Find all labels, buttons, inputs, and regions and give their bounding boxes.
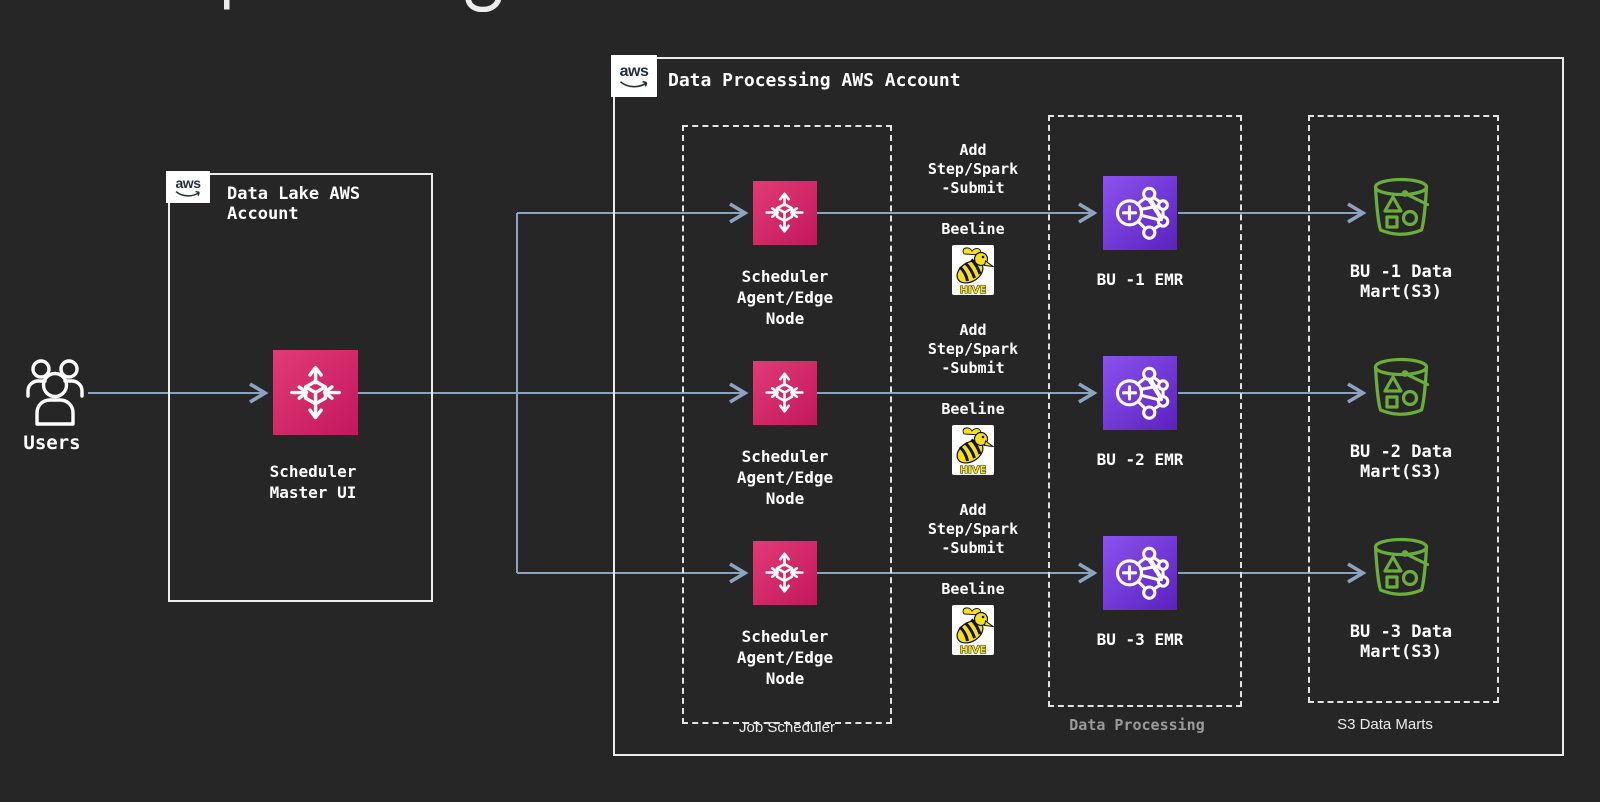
job-scheduler-group-box bbox=[682, 125, 892, 724]
data-lake-account-box bbox=[168, 173, 433, 602]
emr-label: BU -1 EMR bbox=[1096, 270, 1184, 289]
data-processing-account-box bbox=[613, 57, 1564, 756]
beeline-label: Beeline bbox=[941, 400, 1005, 418]
scheduler-agent-label: Scheduler Agent/Edge Node bbox=[736, 267, 834, 328]
data-mart-label: BU -2 Data Mart(S3) bbox=[1349, 442, 1453, 482]
add-step-label: Add Step/Spark -Submit bbox=[927, 141, 1019, 197]
cropped-title-fragment bbox=[224, 0, 502, 12]
scheduler-agent-label: Scheduler Agent/Edge Node bbox=[736, 447, 834, 508]
emr-cluster-icon bbox=[1103, 176, 1177, 250]
scheduler-agent-icon bbox=[753, 361, 817, 425]
data-lake-account-title: Data Lake AWS Account bbox=[227, 184, 361, 224]
emr-label: BU -2 EMR bbox=[1096, 450, 1184, 469]
aws-logo-text: aws bbox=[619, 62, 649, 80]
data-processing-account-title: Data Processing AWS Account bbox=[668, 70, 961, 91]
beeline-label: Beeline bbox=[941, 220, 1005, 238]
s3-bucket-icon bbox=[1373, 357, 1430, 416]
hive-bee-icon: HIVE bbox=[951, 245, 995, 297]
beeline-label: Beeline bbox=[941, 580, 1005, 598]
aws-logo-text: aws bbox=[175, 175, 201, 191]
add-step-label: Add Step/Spark -Submit bbox=[927, 321, 1019, 377]
users-label: Users bbox=[23, 432, 81, 454]
hive-logo-text: HIVE bbox=[960, 465, 987, 475]
s3-data-marts-group-box bbox=[1308, 115, 1499, 703]
aws-logo-data-lake: aws bbox=[166, 171, 210, 203]
hive-bee-icon: HIVE bbox=[951, 425, 995, 477]
hive-logo-text: HIVE bbox=[960, 645, 987, 655]
scheduler-agent-label: Scheduler Agent/Edge Node bbox=[736, 627, 834, 688]
emr-cluster-icon bbox=[1103, 536, 1177, 610]
aws-smile-icon bbox=[175, 190, 200, 197]
emr-cluster-icon bbox=[1103, 356, 1177, 430]
data-mart-label: BU -3 Data Mart(S3) bbox=[1349, 622, 1453, 662]
hive-bee-icon: HIVE bbox=[951, 605, 995, 657]
emr-label: BU -3 EMR bbox=[1096, 630, 1184, 649]
s3-bucket-icon bbox=[1373, 177, 1430, 236]
data-mart-label: BU -1 Data Mart(S3) bbox=[1349, 262, 1453, 302]
data-processing-group-box bbox=[1048, 115, 1242, 707]
add-step-label: Add Step/Spark -Submit bbox=[927, 501, 1019, 557]
hive-logo-text: HIVE bbox=[960, 285, 987, 295]
users-icon bbox=[26, 359, 84, 426]
aws-smile-icon bbox=[619, 80, 648, 87]
job-scheduler-caption: Job Scheduler bbox=[739, 719, 835, 736]
s3-data-marts-caption: S3 Data Marts bbox=[1337, 716, 1433, 733]
scheduler-agent-icon bbox=[753, 181, 817, 245]
s3-bucket-icon bbox=[1373, 537, 1430, 596]
data-processing-caption: Data Processing bbox=[1069, 716, 1205, 734]
scheduler-master-ui-icon bbox=[273, 350, 358, 435]
scheduler-agent-icon bbox=[753, 541, 817, 605]
aws-logo-data-processing: aws bbox=[611, 55, 657, 97]
scheduler-master-ui-label: Scheduler Master UI bbox=[269, 462, 357, 502]
